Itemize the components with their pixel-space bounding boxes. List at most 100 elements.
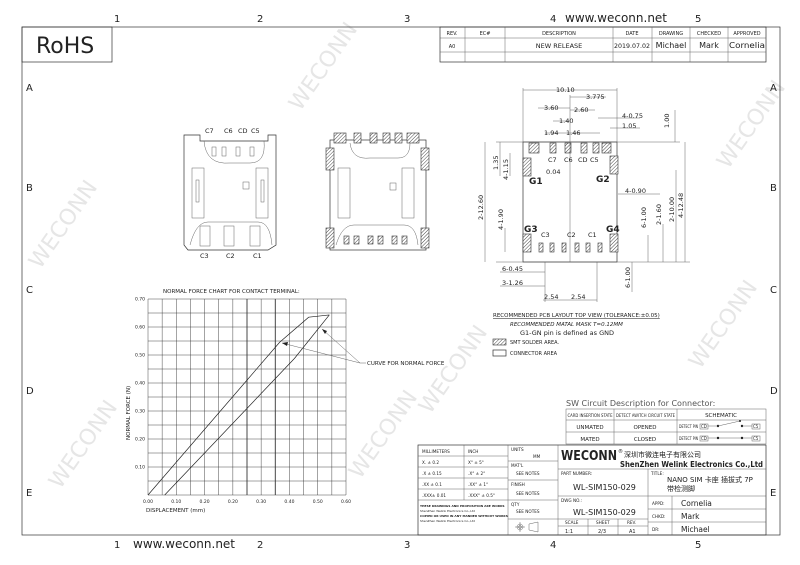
watermark: WECONN bbox=[414, 321, 493, 418]
svg-text:A0: A0 bbox=[449, 44, 456, 50]
svg-text:DETECT PIN: DETECT PIN bbox=[679, 436, 698, 441]
force-curve-loading bbox=[147, 314, 330, 496]
svg-text:INCH: INCH bbox=[468, 449, 478, 454]
company-name-en: ShenZhen Welink Electronics Co.,Ltd bbox=[620, 460, 763, 469]
svg-text:5: 5 bbox=[695, 14, 701, 25]
svg-text:.XXX± 0.01: .XXX± 0.01 bbox=[422, 493, 446, 498]
y-tick-label: 0.20 bbox=[135, 437, 145, 443]
svg-text:UNMATED: UNMATED bbox=[576, 425, 603, 431]
svg-text:ShenZhen Welink Electronics Co: ShenZhen Welink Electronics Co.,Ltd bbox=[420, 509, 475, 513]
svg-text:1.35: 1.35 bbox=[492, 156, 500, 170]
svg-text:2.54: 2.54 bbox=[571, 293, 585, 301]
svg-text:1: 1 bbox=[114, 540, 120, 551]
svg-text:E: E bbox=[26, 488, 32, 499]
svg-text:2019.07.02: 2019.07.02 bbox=[614, 43, 650, 50]
svg-text:REV.: REV. bbox=[627, 520, 636, 525]
svg-text:4: 4 bbox=[550, 540, 556, 551]
svg-text:SEE NOTES: SEE NOTES bbox=[516, 471, 540, 476]
rohs-box bbox=[21, 26, 113, 63]
svg-text:4: 4 bbox=[550, 14, 556, 25]
svg-text:CLOSED: CLOSED bbox=[634, 437, 656, 443]
svg-text:2/3: 2/3 bbox=[598, 529, 606, 535]
x-tick-label: 0.00 bbox=[143, 499, 153, 505]
connector-pad-view bbox=[325, 132, 430, 251]
svg-text:SHEET: SHEET bbox=[596, 520, 610, 525]
svg-text:G2: G2 bbox=[596, 175, 610, 185]
svg-text:C1: C1 bbox=[588, 231, 597, 239]
svg-text:G1: G1 bbox=[529, 177, 543, 187]
revision-row: A0 NEW RELEASE 2019.07.02 Michael Mark C… bbox=[449, 41, 765, 50]
svg-text:SEE NOTES: SEE NOTES bbox=[516, 491, 540, 496]
svg-text:C3: C3 bbox=[541, 231, 550, 239]
x-tick-label: 0.20 bbox=[200, 499, 210, 505]
svg-text:1.05: 1.05 bbox=[622, 122, 636, 130]
svg-text:2: 2 bbox=[257, 14, 263, 25]
svg-text:6-1.00: 6-1.00 bbox=[640, 207, 648, 228]
svg-text:2.54: 2.54 bbox=[544, 293, 558, 301]
svg-text:SMT SOLDER AREA.: SMT SOLDER AREA. bbox=[510, 340, 559, 346]
svg-text:2-1.60: 2-1.60 bbox=[655, 204, 663, 225]
svg-text:Cornelia: Cornelia bbox=[729, 41, 765, 50]
curve-annotation: CURVE FOR NORMAL FORCE bbox=[281, 328, 445, 367]
gnd-note: G1-GN pin is defined as GND bbox=[520, 329, 614, 337]
svg-text:3-1.26: 3-1.26 bbox=[502, 279, 523, 287]
svg-text:4-0.90: 4-0.90 bbox=[625, 187, 646, 195]
svg-text:.X ± 0.15: .X ± 0.15 bbox=[422, 471, 442, 476]
projection-symbol bbox=[515, 521, 539, 533]
part-number: WL-SIM150-029 bbox=[573, 483, 636, 492]
svg-text:C5: C5 bbox=[753, 424, 759, 429]
svg-text:SCALE: SCALE bbox=[565, 520, 579, 525]
sw-circuit-title: SW Circuit Description for Connector: bbox=[566, 399, 715, 408]
svg-text:1:1: 1:1 bbox=[565, 529, 573, 535]
svg-text:DESCRIPTION: DESCRIPTION bbox=[542, 31, 576, 37]
svg-text:.XX ± 0.1: .XX ± 0.1 bbox=[422, 482, 442, 487]
svg-text:CHECKED: CHECKED bbox=[697, 31, 721, 37]
svg-text:Michael: Michael bbox=[656, 41, 687, 50]
y-tick-label: 0.30 bbox=[135, 409, 145, 415]
svg-text:C6: C6 bbox=[224, 127, 233, 135]
sw-circuit-table: SW Circuit Description for Connector: CA… bbox=[565, 399, 767, 445]
svg-text:1.94: 1.94 bbox=[544, 129, 558, 137]
svg-text:A: A bbox=[26, 83, 33, 94]
svg-text:1.46: 1.46 bbox=[566, 129, 580, 137]
drawing-title: NANO SIM 卡座 插拔式 7P bbox=[667, 475, 753, 484]
y-tick-label: 0.10 bbox=[135, 465, 145, 471]
svg-text:1.40: 1.40 bbox=[559, 117, 573, 125]
svg-text:CD: CD bbox=[701, 436, 707, 441]
svg-text:CURVE FOR NORMAL FORCE: CURVE FOR NORMAL FORCE bbox=[367, 361, 445, 367]
website-top: www.weconn.net bbox=[565, 11, 667, 25]
mask-note: RECOMMENDED MATAL MASK T=0.12MM bbox=[510, 322, 623, 328]
svg-text:C7: C7 bbox=[205, 127, 214, 135]
svg-text:E: E bbox=[770, 488, 776, 499]
svg-text:4-1.15: 4-1.15 bbox=[502, 159, 510, 180]
svg-text:4-1.90: 4-1.90 bbox=[497, 209, 505, 230]
watermark: WECONN bbox=[284, 18, 363, 115]
svg-text:DETECT PIN: DETECT PIN bbox=[679, 424, 698, 429]
svg-text:.XXX° ± 0.5°: .XXX° ± 0.5° bbox=[468, 493, 495, 498]
svg-text:UNITS: UNITS bbox=[511, 447, 524, 452]
svg-text:MM: MM bbox=[533, 454, 541, 459]
svg-text:C: C bbox=[770, 285, 777, 296]
svg-text:CHKD:: CHKD: bbox=[652, 514, 665, 519]
svg-text:B: B bbox=[26, 183, 33, 194]
approved-by: Cornelia bbox=[681, 499, 712, 508]
svg-text:Mark: Mark bbox=[699, 41, 719, 50]
svg-text:2.60: 2.60 bbox=[574, 106, 588, 114]
svg-text:5: 5 bbox=[695, 540, 701, 551]
svg-text:C6: C6 bbox=[564, 156, 573, 164]
svg-text:C: C bbox=[26, 285, 33, 296]
chart-series bbox=[147, 314, 330, 496]
svg-text:REV.: REV. bbox=[447, 31, 458, 37]
svg-text:MATED: MATED bbox=[580, 437, 599, 443]
watermark: WECONN bbox=[24, 176, 103, 273]
svg-text:®: ® bbox=[618, 448, 623, 455]
svg-text:2-12.60: 2-12.60 bbox=[477, 195, 485, 220]
y-tick-label: 0.60 bbox=[135, 325, 145, 331]
connector-legend-swatch bbox=[492, 349, 507, 357]
svg-text:X° ± 5°: X° ± 5° bbox=[468, 460, 484, 465]
svg-text:TITLE:: TITLE: bbox=[650, 471, 664, 476]
